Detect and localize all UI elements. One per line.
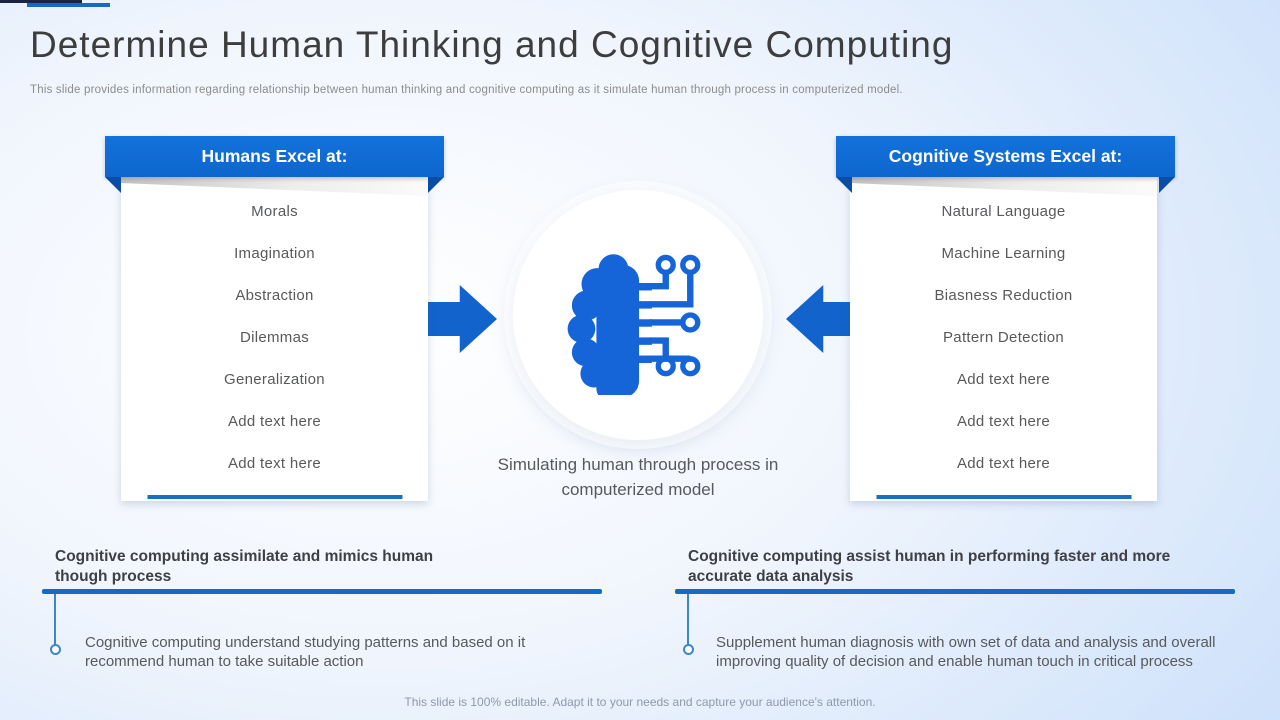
list-item: Add text here [227, 454, 322, 472]
list-item: Add text here [956, 412, 1051, 430]
bottom-right-body: Supplement human diagnosis with own set … [716, 634, 1216, 670]
bottom-left-connector-dot [50, 644, 61, 655]
right-panel-underline [876, 495, 1131, 499]
list-item: Generalization [224, 370, 325, 388]
corner-accent-dark-bar [0, 0, 82, 3]
bottom-left-connector-line [54, 594, 56, 645]
page-title: Determine Human Thinking and Cognitive C… [30, 24, 954, 65]
left-panel-header: Humans Excel at: [105, 136, 444, 177]
list-item: Pattern Detection [943, 328, 1064, 346]
arrow-left-icon [786, 285, 855, 353]
bottom-right-connector-dot [683, 644, 694, 655]
list-item: Add text here [227, 412, 322, 430]
list-item: Imagination [234, 244, 315, 262]
center-caption: Simulating human through process in comp… [497, 455, 779, 499]
left-ribbon-fold-left [105, 177, 121, 193]
footer-note: This slide is 100% editable. Adapt it to… [404, 695, 876, 709]
right-panel-header-label: Cognitive Systems Excel at: [888, 146, 1123, 166]
list-item: Natural Language [941, 202, 1066, 220]
bottom-right-connector-line [687, 594, 689, 645]
list-item: Machine Learning [941, 244, 1066, 262]
list-item: Dilemmas [239, 328, 310, 346]
bottom-left-body: Cognitive computing understand studying … [85, 634, 526, 670]
arrow-right-icon [428, 285, 497, 353]
bottom-left-rule [42, 589, 602, 594]
brain-circuit-icon [567, 254, 701, 395]
left-panel-underline [147, 495, 402, 499]
bottom-left-heading: Cognitive computing assimilate and mimic… [55, 548, 434, 585]
left-ribbon-fold-right [428, 177, 444, 193]
list-item: Add text here [956, 454, 1051, 472]
page-subtitle: This slide provides information regardin… [30, 84, 903, 96]
right-ribbon-fold-right [1159, 177, 1175, 193]
list-item: Add text here [956, 370, 1051, 388]
bottom-right-heading: Cognitive computing assist human in perf… [688, 548, 1171, 585]
center-circle [513, 190, 763, 440]
list-item: Biasness Reduction [934, 286, 1073, 304]
corner-accent-blue-bar [27, 3, 110, 7]
list-item: Morals [251, 202, 298, 220]
list-item: Abstraction [235, 286, 314, 304]
bottom-right-rule [675, 589, 1235, 594]
right-panel-header: Cognitive Systems Excel at: [836, 136, 1175, 177]
left-panel-header-label: Humans Excel at: [201, 146, 348, 166]
